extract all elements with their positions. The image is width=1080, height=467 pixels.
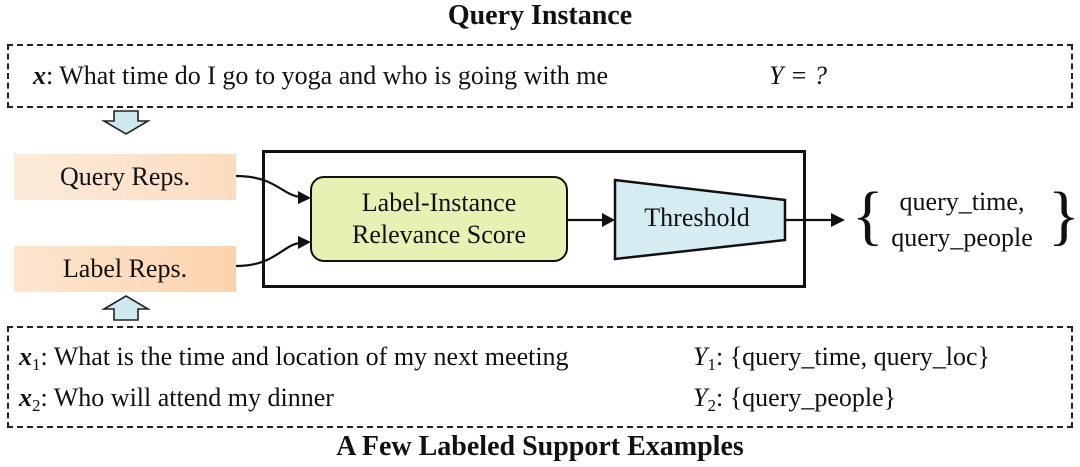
support-labels-1: Y1: {query_time, query_loc} xyxy=(693,342,991,374)
down-arrow-icon xyxy=(101,110,151,135)
support-labels-2: Y2: {query_people} xyxy=(693,383,897,415)
label-reps-connector xyxy=(235,241,301,268)
relevance-line-1: Label-Instance xyxy=(361,188,517,217)
diagram-title-bottom: A Few Labeled Support Examples xyxy=(336,431,744,462)
query-instance-box: x: What time do I go to yoga and who is … xyxy=(7,44,1073,108)
threshold-label: Threshold xyxy=(644,203,750,232)
result-line-2: query_people xyxy=(891,223,1033,252)
query-label-unknown: Y = ? xyxy=(769,61,828,90)
right-brace-icon: } xyxy=(1048,179,1080,252)
up-arrow-icon xyxy=(101,295,151,321)
relevance-score-box: Label-Instance Relevance Score xyxy=(310,176,568,262)
query-variable: x xyxy=(33,61,46,90)
predicted-labels: { query_time, query_people } xyxy=(852,179,1080,256)
query-reps-box: Query Reps. xyxy=(14,154,236,200)
query-text: x: What time do I go to yoga and who is … xyxy=(33,61,608,91)
query-reps-connector xyxy=(235,174,301,199)
support-examples-box: x1: What is the time and location of my … xyxy=(7,326,1073,428)
result-line-1: query_time, xyxy=(899,187,1025,216)
support-example-2: x2: Who will attend my dinner xyxy=(19,383,334,415)
support-example-1: x1: What is the time and location of my … xyxy=(19,342,569,374)
threshold-trapezoid xyxy=(613,178,787,261)
relevance-line-2: Relevance Score xyxy=(352,220,526,249)
arrowhead-icon xyxy=(298,236,311,249)
arrowhead-icon xyxy=(602,213,615,227)
query-sentence: : What time do I go to yoga and who is g… xyxy=(46,61,609,90)
left-brace-icon: { xyxy=(852,179,884,252)
model-box xyxy=(262,150,806,288)
arrowhead-icon xyxy=(298,191,311,204)
diagram-title-top: Query Instance xyxy=(447,0,633,31)
arrowhead-icon xyxy=(831,213,845,227)
label-reps-box: Label Reps. xyxy=(14,246,236,292)
